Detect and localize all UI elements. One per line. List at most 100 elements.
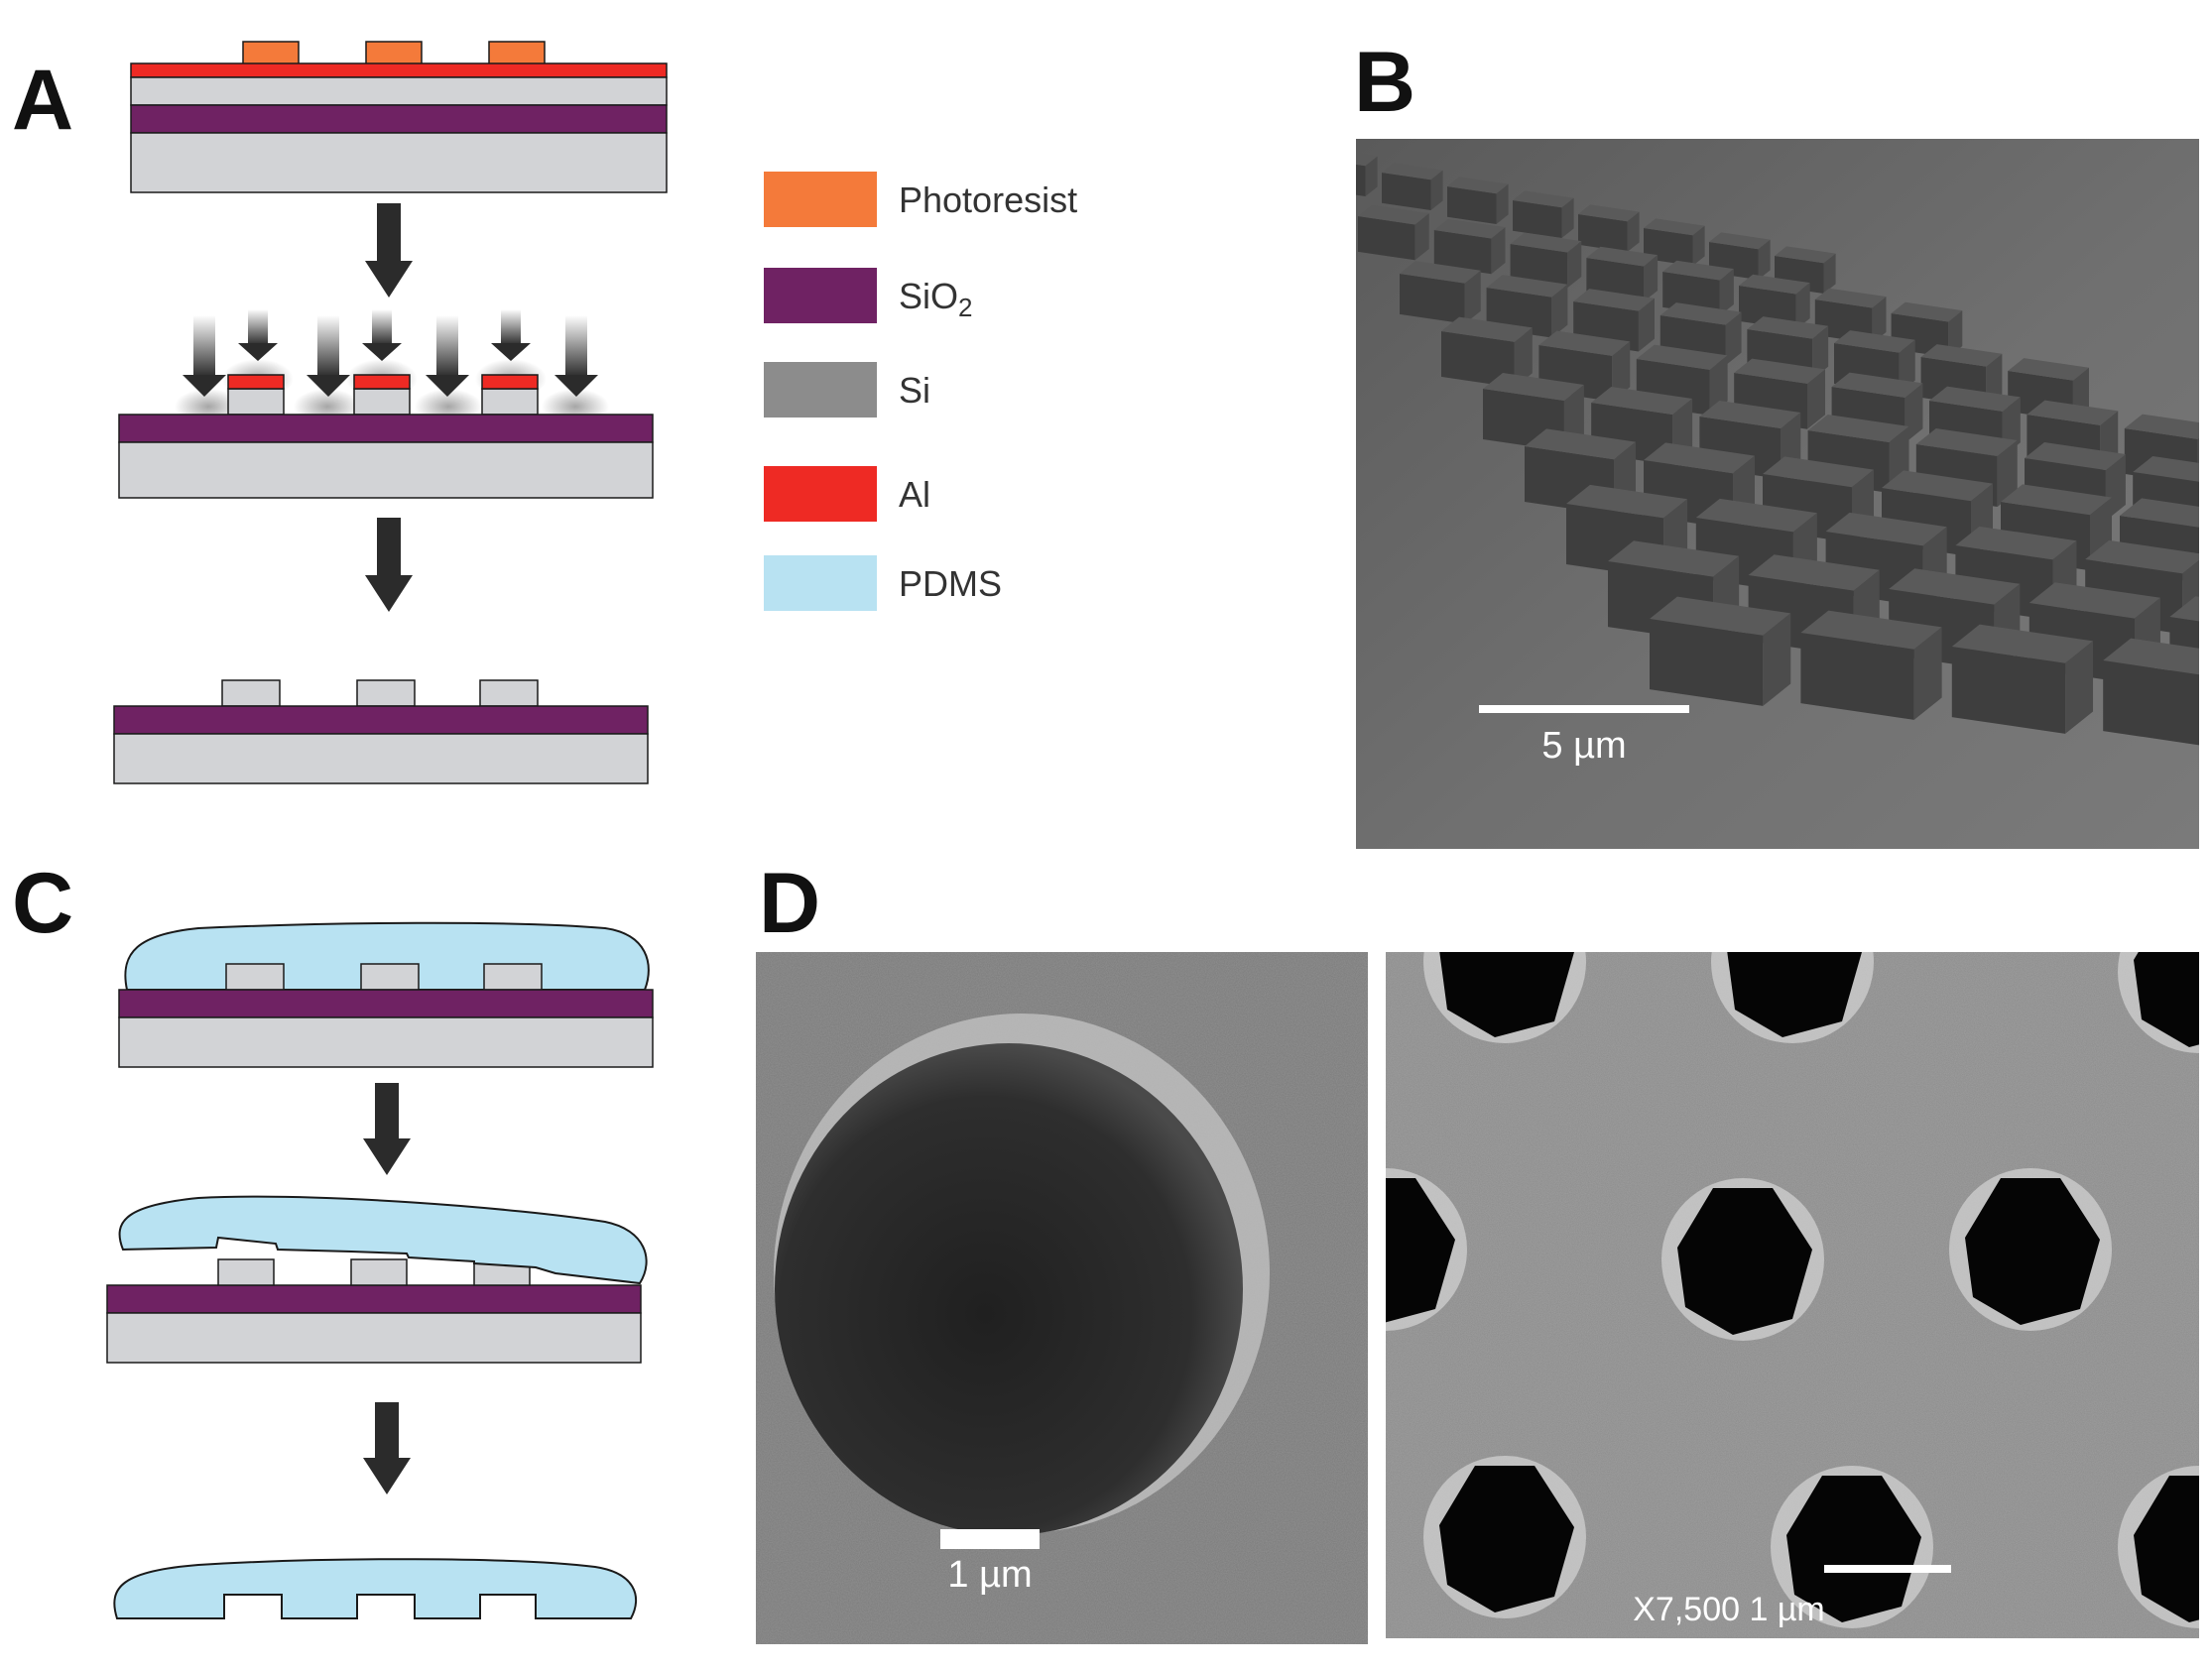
pdms-replica [113,1558,638,1619]
si-pillar [217,1258,275,1286]
si-pillar [225,963,285,991]
pillar [1510,232,1582,289]
photoresist-block [242,41,300,66]
pillar [1739,274,1810,330]
process-arrow [363,1083,411,1175]
sio2-layer [118,989,654,1018]
sio2-layer [130,104,668,134]
sem-image-b: 5 µm [1356,139,2199,849]
step-3-replica [113,1558,638,1619]
si-pillar [356,679,416,707]
legend-label-si: Si [899,370,931,411]
al-layer [130,62,668,78]
legend-swatch-si [764,362,877,418]
si-pillar [360,963,420,991]
pillar [2025,441,2126,521]
pillar [2103,638,2199,746]
step-2-etch [118,309,654,499]
etch-beam [183,315,226,397]
legend-label-sio2: SiO2 [899,276,973,323]
step-1-wafer [130,41,668,193]
si-substrate [106,1312,642,1364]
pillar [1650,596,1791,706]
process-arrow [365,518,413,612]
sem-image-d-left: 1 µm [756,952,1368,1644]
scale-bar-d1: 1 µm [940,1529,1040,1596]
scale-bar-b: 5 µm [1479,705,1689,767]
si-pillar [483,963,543,991]
pore [2118,952,2199,1053]
si-top-layer [130,76,668,106]
legend-label-photoresist: Photoresist [899,179,1078,220]
step-2-peel [106,1195,648,1364]
sio2-layer [113,705,649,735]
si-pillar [481,388,539,416]
panel-label-c: C [12,856,74,951]
pillar [1662,260,1734,316]
step-1-cast [118,921,654,1068]
panel-label-a: A [12,53,74,148]
etch-beam [362,309,402,361]
si-substrate [130,132,668,193]
process-arrow [365,203,413,298]
pillar [1447,177,1509,225]
al-mask [481,374,539,390]
hole [775,1043,1243,1535]
si-pillar [221,679,281,707]
scale-label-b: 5 µm [1541,725,1626,767]
etch-beam [238,309,278,361]
pore [1386,1168,1467,1331]
step-3-result [113,679,649,784]
pore [1423,1456,1586,1618]
sio2-layer [118,414,654,443]
photoresist-block [488,41,546,66]
legend-label-al: Al [899,474,931,515]
si-substrate [118,1016,654,1068]
pillar [1800,610,1942,720]
pore [1771,1466,1933,1628]
scale-label-d1: 1 µm [947,1554,1032,1596]
etch-beam [307,315,350,397]
si-substrate [118,441,654,499]
legend-swatch-pdms [764,555,877,611]
panel-label-d: D [759,856,821,951]
si-substrate [113,733,649,784]
legend-swatch-al [764,466,877,522]
process-arrow [363,1402,411,1494]
si-pillar [227,388,285,416]
pore [1711,952,1874,1043]
pillar [1382,163,1443,211]
pore [1423,952,1586,1043]
pillar [1441,316,1533,388]
scale-label-d2: X7,500 1 µm [1633,1591,1824,1628]
al-mask [353,374,411,390]
pillar [1433,218,1506,275]
legend-label-pdms: PDMS [899,563,1003,604]
legend-swatch-photoresist [764,172,877,227]
etch-beam [491,309,531,361]
al-mask [227,374,285,390]
panel-label-b: B [1354,35,1416,130]
sem-image-d-right: X7,500 1 µm [1386,952,2199,1638]
photoresist-block [365,41,423,66]
pillar [1951,624,2094,734]
etch-beam [554,315,598,397]
pore [1661,1178,1824,1341]
si-pillar [479,679,539,707]
sio2-layer [106,1284,642,1314]
pillar [1578,204,1640,253]
etch-beam [426,315,469,397]
legend-swatch-sio2 [764,268,877,323]
si-pillar [350,1258,408,1286]
pore [1949,1168,2112,1331]
pdms-mold [118,1195,648,1285]
pillar [1513,190,1574,239]
panel-c-schematic [106,921,654,1619]
scale-bar-d2: X7,500 1 µm [1633,1565,1951,1628]
pillar [1358,204,1429,261]
si-pillar [353,388,411,416]
panel-a-schematic [113,41,668,784]
pillar [1400,261,1481,324]
pillar [1356,153,1378,197]
pore [2118,1466,2199,1628]
